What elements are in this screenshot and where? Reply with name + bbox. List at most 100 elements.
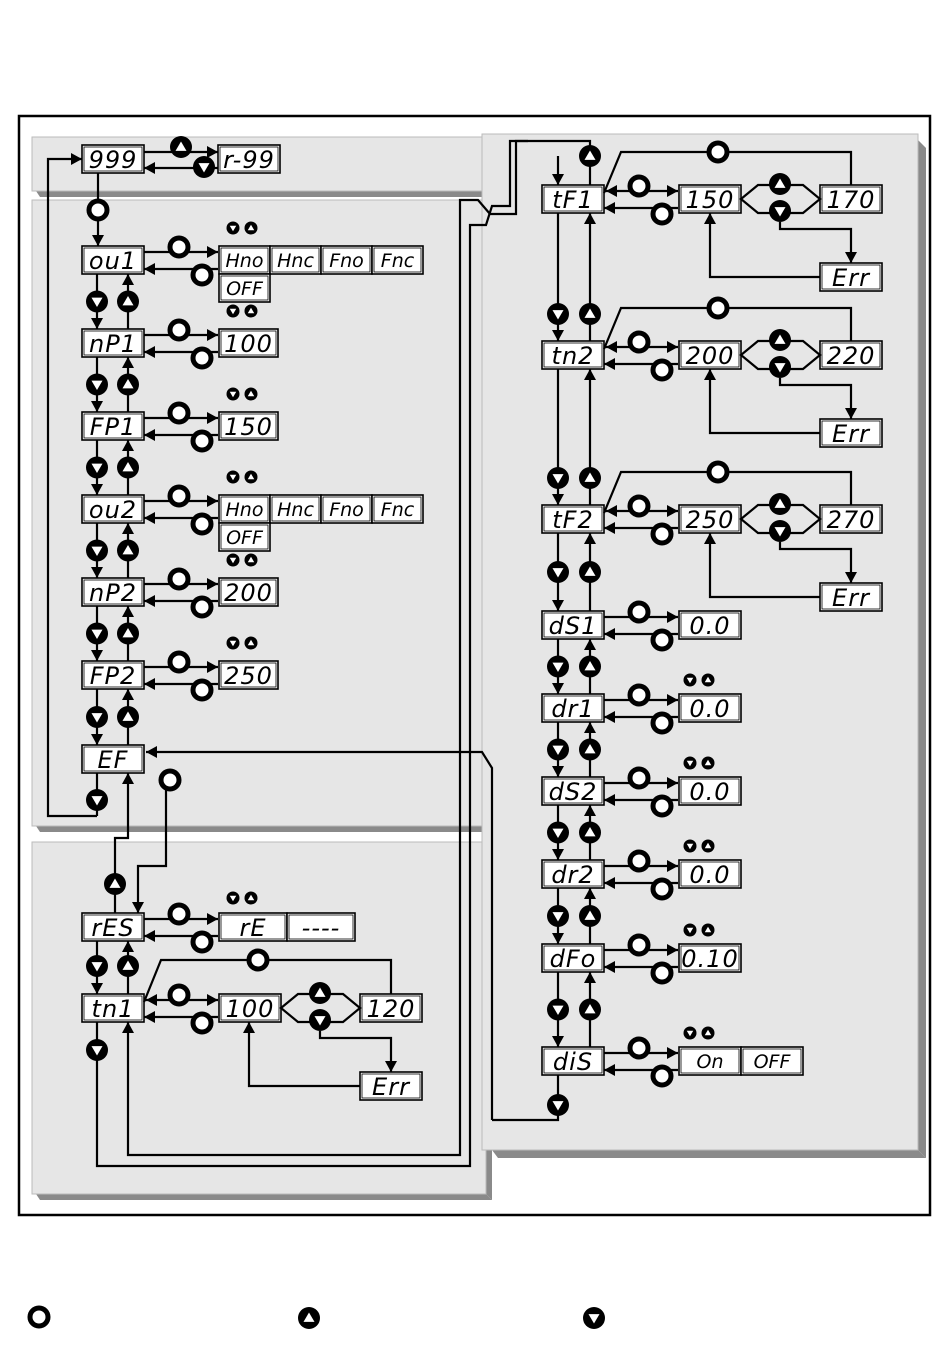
value-ou2-1: Hnc	[270, 495, 321, 523]
menu-item-np2: nP2	[82, 578, 144, 607]
value-dis-0: On	[679, 1047, 741, 1075]
value-ou1-2-text: Fno	[329, 250, 364, 272]
value-ou1-3-text: Fnc	[381, 250, 415, 272]
value-fp2: 250	[219, 661, 278, 690]
menu-item-tf1-text: tF1	[552, 186, 593, 214]
value-tf1-err-text: Err	[832, 264, 871, 292]
menu-item-dis: diS	[542, 1047, 604, 1076]
legend-set-button-icon	[30, 1308, 48, 1326]
set-button-icon	[653, 797, 671, 815]
value-fp1: 150	[219, 412, 278, 441]
set-button-icon	[630, 497, 648, 515]
value-fp1-text: 150	[224, 413, 273, 441]
menu-item-ef-text: EF	[98, 746, 129, 774]
value-ou1-3: Fnc	[372, 246, 423, 274]
set-button-icon	[193, 349, 211, 367]
set-button-icon	[193, 1014, 211, 1032]
set-button-icon	[653, 714, 671, 732]
value-dr2: 0.0	[679, 860, 741, 889]
set-button-icon	[630, 769, 648, 787]
value-tf2-err: Err	[820, 583, 882, 612]
value-ou2-0: Hno	[219, 495, 270, 523]
menu-item-tn1: tn1	[82, 994, 144, 1023]
value-np1-text: 100	[224, 330, 273, 358]
value-dis-1: OFF	[741, 1047, 803, 1075]
set-button-icon	[170, 487, 188, 505]
set-button-icon	[653, 964, 671, 982]
value-ou1-off-text: OFF	[226, 278, 264, 300]
value-ds1: 0.0	[679, 611, 741, 640]
value-ou2-2: Fno	[321, 495, 372, 523]
menu-item-dr2: dr2	[542, 860, 604, 889]
menu-item-np1: nP1	[82, 329, 144, 358]
value-tf1-err: Err	[820, 263, 882, 292]
value-ou1-2: Fno	[321, 246, 372, 274]
menu-item-tf2: tF2	[542, 505, 604, 534]
set-button-icon	[170, 653, 188, 671]
menu-item-ds2: dS2	[542, 777, 604, 806]
set-button-icon	[193, 515, 211, 533]
menu-item-res-text: rES	[91, 914, 134, 942]
menu-item-np1-text: nP1	[89, 330, 137, 358]
value-tn2-high: 220	[820, 341, 882, 370]
value-tf2-high-text: 270	[827, 506, 876, 534]
value-tn1-low: 100	[219, 994, 281, 1023]
value-np1: 100	[219, 329, 278, 358]
menu-item-ou2-text: ou2	[89, 496, 137, 524]
set-button-icon	[170, 404, 188, 422]
value-res-1: ----	[287, 913, 355, 942]
value-tn2-err-text: Err	[832, 420, 871, 448]
value-tf1-low-text: 150	[686, 186, 735, 214]
value-tn1-high: 120	[360, 994, 422, 1023]
value-ou2-3: Fnc	[372, 495, 423, 523]
set-button-icon	[653, 631, 671, 649]
value-tn2-low: 200	[679, 341, 741, 370]
value-ou1-off: OFF	[219, 274, 270, 302]
value-ou2-off-text: OFF	[226, 527, 264, 549]
menu-item-ou2: ou2	[82, 495, 144, 524]
display-999: 999	[82, 145, 144, 174]
set-button-icon	[193, 598, 211, 616]
menu-item-ef: EF	[82, 745, 144, 774]
menu-item-dfo: dFo	[542, 944, 604, 973]
value-tf2-high: 270	[820, 505, 882, 534]
set-button-icon	[630, 852, 648, 870]
value-dfo-text: 0.10	[681, 945, 738, 973]
value-dis-0-text: On	[697, 1051, 724, 1073]
value-tf1-high: 170	[820, 185, 882, 214]
value-tf2-low-text: 250	[686, 506, 735, 534]
set-button-icon	[193, 266, 211, 284]
set-button-icon	[653, 525, 671, 543]
set-button-icon	[170, 238, 188, 256]
value-fp2-text: 250	[224, 662, 273, 690]
value-ds1-text: 0.0	[689, 612, 730, 640]
set-button-icon	[630, 603, 648, 621]
set-button-icon	[653, 361, 671, 379]
set-button-icon	[170, 570, 188, 588]
value-tf1-high-text: 170	[827, 186, 876, 214]
set-button-icon	[630, 686, 648, 704]
legend	[30, 1308, 48, 1326]
value-ou2-2-text: Fno	[329, 499, 364, 521]
value-ou1-1: Hnc	[270, 246, 321, 274]
menu-item-ds1-text: dS1	[549, 612, 598, 640]
menu-item-dr1-text: dr1	[551, 695, 594, 723]
value-ou1-0: Hno	[219, 246, 270, 274]
menu-item-ds1: dS1	[542, 611, 604, 640]
menu-item-dr1: dr1	[542, 694, 604, 723]
menu-item-dr2-text: dr2	[551, 861, 594, 889]
value-tf2-low: 250	[679, 505, 741, 534]
menu-item-ou1-text: ou1	[89, 247, 137, 275]
menu-item-dis-text: diS	[553, 1048, 593, 1076]
value-ou1-0-text: Hno	[226, 250, 264, 272]
display-r99: r-99	[218, 145, 280, 174]
menu-item-tf2-text: tF2	[552, 506, 593, 534]
value-tn1-low-text: 100	[226, 995, 275, 1023]
value-tf2-err-text: Err	[832, 584, 871, 612]
set-button-icon	[193, 933, 211, 951]
value-np2-text: 200	[224, 579, 273, 607]
set-button-icon	[249, 951, 267, 969]
display-r99-text: r-99	[223, 146, 275, 174]
set-button-icon	[653, 1067, 671, 1085]
